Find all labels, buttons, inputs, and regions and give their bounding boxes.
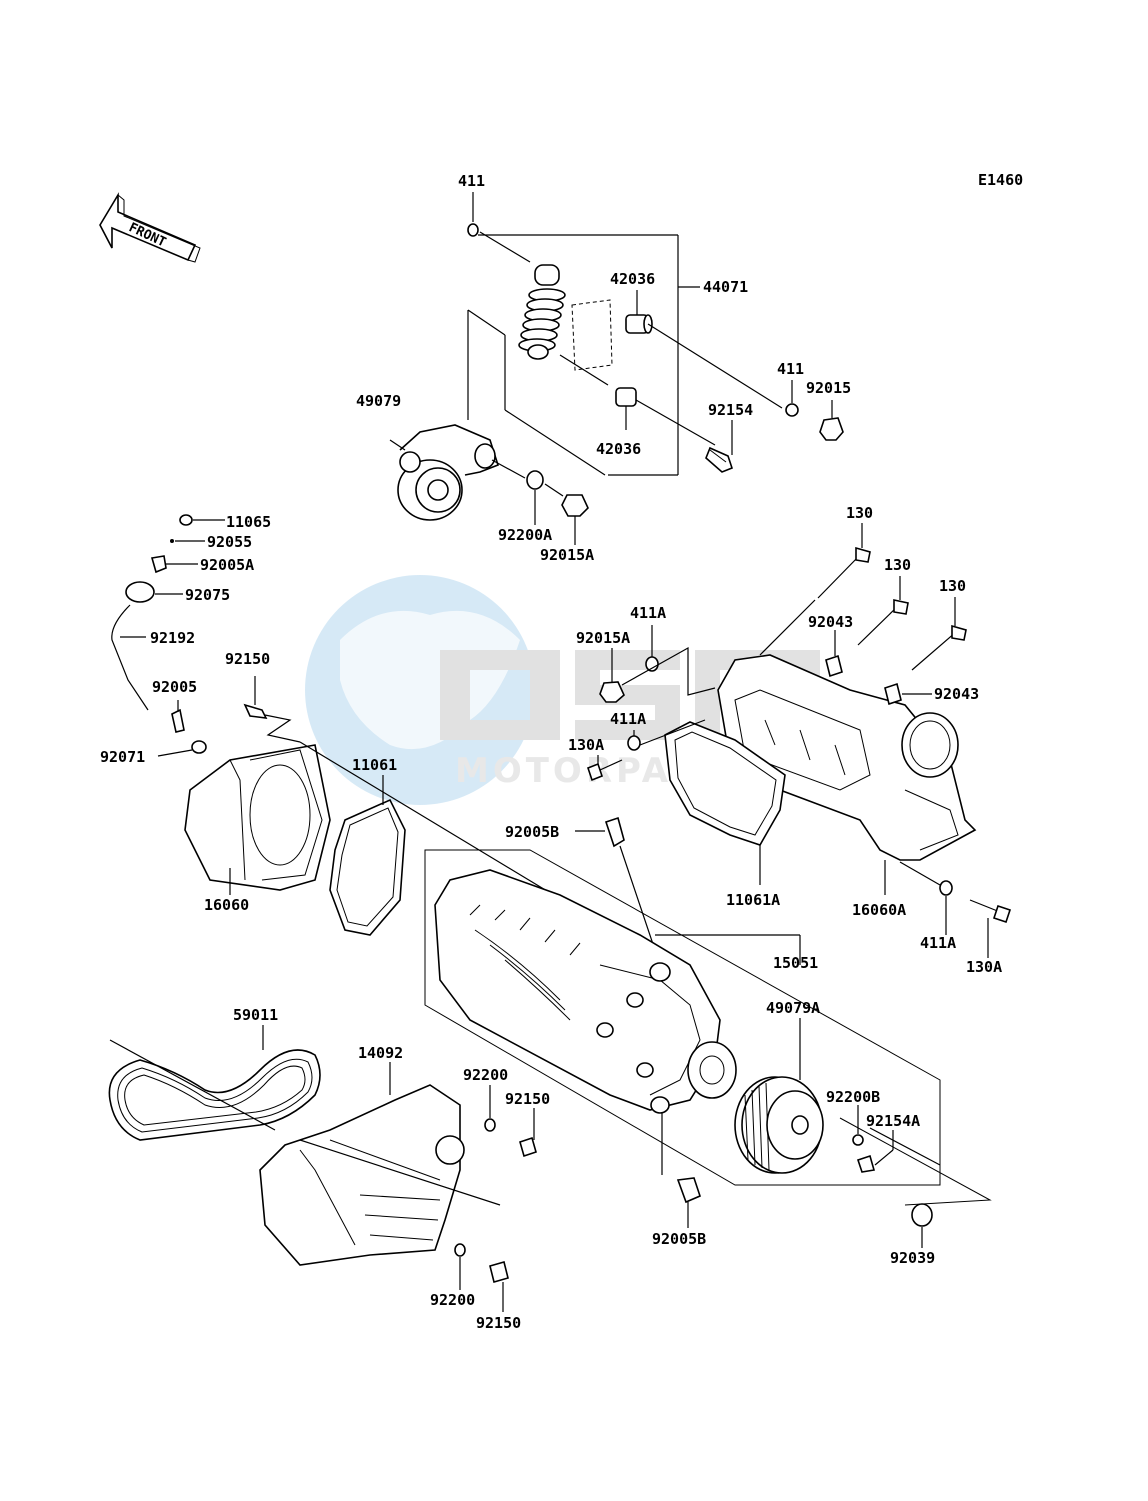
part-label-49079A[interactable]: 49079A bbox=[766, 999, 820, 1017]
diagram-code: E1460 bbox=[978, 171, 1023, 189]
part-label-16060[interactable]: 16060 bbox=[204, 896, 249, 914]
hose-group bbox=[111, 514, 301, 757]
washer-icon bbox=[852, 1134, 864, 1146]
part-label-130[interactable]: 130 bbox=[939, 577, 966, 595]
part-label-11061A[interactable]: 11061A bbox=[726, 891, 780, 909]
fitting-icon bbox=[676, 1177, 701, 1204]
part-label-92200[interactable]: 92200 bbox=[430, 1291, 475, 1309]
washer-icon bbox=[454, 1243, 466, 1257]
housing-cover-16060 bbox=[184, 744, 331, 891]
idler-pulley-icon bbox=[397, 424, 499, 521]
dowel-icon bbox=[825, 654, 843, 678]
part-label-15051[interactable]: 15051 bbox=[773, 954, 818, 972]
supercharger-pulley-icon bbox=[734, 1076, 824, 1174]
part-label-92200[interactable]: 92200 bbox=[463, 1066, 508, 1084]
gasket-11061 bbox=[329, 798, 406, 936]
part-label-49079[interactable]: 49079 bbox=[356, 392, 401, 410]
bolt-icon bbox=[489, 1261, 509, 1283]
front-arrow-icon: FRONT bbox=[99, 192, 201, 263]
dowel-icon bbox=[884, 682, 902, 706]
part-label-92005A[interactable]: 92005A bbox=[200, 556, 254, 574]
manifold-16060A bbox=[717, 654, 977, 861]
bolt-icon bbox=[519, 1136, 537, 1158]
washer-icon bbox=[627, 735, 641, 751]
washer-icon bbox=[467, 223, 479, 237]
gasket-11061A bbox=[664, 721, 786, 846]
washer-icon bbox=[484, 1118, 496, 1132]
part-label-42036[interactable]: 42036 bbox=[596, 440, 641, 458]
bushing-icon bbox=[615, 387, 637, 407]
drive-belt-59011 bbox=[108, 1049, 321, 1141]
part-label-92154A[interactable]: 92154A bbox=[866, 1112, 920, 1130]
part-label-130A[interactable]: 130A bbox=[568, 736, 604, 754]
bolt-icon bbox=[817, 546, 871, 599]
supercharger-15051 bbox=[424, 849, 941, 1186]
part-label-16060A[interactable]: 16060A bbox=[852, 901, 906, 919]
part-label-92039[interactable]: 92039 bbox=[890, 1249, 935, 1267]
bolt-icon bbox=[856, 1154, 876, 1173]
part-label-92150[interactable]: 92150 bbox=[505, 1090, 550, 1108]
part-label-92043[interactable]: 92043 bbox=[934, 685, 979, 703]
part-label-92071[interactable]: 92071 bbox=[100, 748, 145, 766]
part-label-411A[interactable]: 411A bbox=[920, 934, 956, 952]
shock-absorber-icon bbox=[518, 264, 566, 360]
part-label-411[interactable]: 411 bbox=[777, 360, 804, 378]
part-label-42036[interactable]: 42036 bbox=[610, 270, 655, 288]
nut-icon bbox=[561, 494, 589, 517]
part-label-92154[interactable]: 92154 bbox=[708, 401, 753, 419]
bolt-icon bbox=[969, 899, 1012, 924]
part-label-92005B[interactable]: 92005B bbox=[505, 823, 559, 841]
part-label-92200A[interactable]: 92200A bbox=[498, 526, 552, 544]
part-label-130A[interactable]: 130A bbox=[966, 958, 1002, 976]
washer-icon bbox=[939, 880, 953, 896]
part-label-14092[interactable]: 14092 bbox=[358, 1044, 403, 1062]
washer-icon bbox=[645, 656, 659, 672]
part-label-411A[interactable]: 411A bbox=[610, 710, 646, 728]
part-label-92055[interactable]: 92055 bbox=[207, 533, 252, 551]
bolt-icon bbox=[587, 759, 623, 782]
part-label-130[interactable]: 130 bbox=[846, 504, 873, 522]
washer-icon bbox=[526, 470, 544, 490]
part-label-11061[interactable]: 11061 bbox=[352, 756, 397, 774]
part-label-92192[interactable]: 92192 bbox=[150, 629, 195, 647]
part-label-92200B[interactable]: 92200B bbox=[826, 1088, 880, 1106]
part-label-92150[interactable]: 92150 bbox=[225, 650, 270, 668]
nut-icon bbox=[819, 417, 844, 441]
part-label-411A[interactable]: 411A bbox=[630, 604, 666, 622]
part-label-92075[interactable]: 92075 bbox=[185, 586, 230, 604]
part-label-92043[interactable]: 92043 bbox=[808, 613, 853, 631]
nut-icon bbox=[599, 681, 625, 703]
part-label-92015A[interactable]: 92015A bbox=[576, 629, 630, 647]
bolt-icon bbox=[705, 446, 733, 473]
tensioner-group bbox=[389, 192, 844, 545]
part-label-11065[interactable]: 11065 bbox=[226, 513, 271, 531]
plug-icon bbox=[911, 1203, 933, 1227]
belt-cover-14092 bbox=[259, 1084, 501, 1266]
washer-icon bbox=[785, 403, 799, 417]
part-label-92005B[interactable]: 92005B bbox=[652, 1230, 706, 1248]
part-label-92015[interactable]: 92015 bbox=[806, 379, 851, 397]
bolt-icon bbox=[243, 703, 268, 719]
part-label-92005[interactable]: 92005 bbox=[152, 678, 197, 696]
part-label-92150[interactable]: 92150 bbox=[476, 1314, 521, 1332]
part-label-59011[interactable]: 59011 bbox=[233, 1006, 278, 1024]
part-label-411[interactable]: 411 bbox=[458, 172, 485, 190]
bolt-icon bbox=[857, 599, 909, 646]
part-label-92015A[interactable]: 92015A bbox=[540, 546, 594, 564]
fitting-icon bbox=[604, 816, 625, 848]
part-label-130[interactable]: 130 bbox=[884, 556, 911, 574]
part-label-44071[interactable]: 44071 bbox=[703, 278, 748, 296]
bolt-icon bbox=[911, 624, 967, 671]
